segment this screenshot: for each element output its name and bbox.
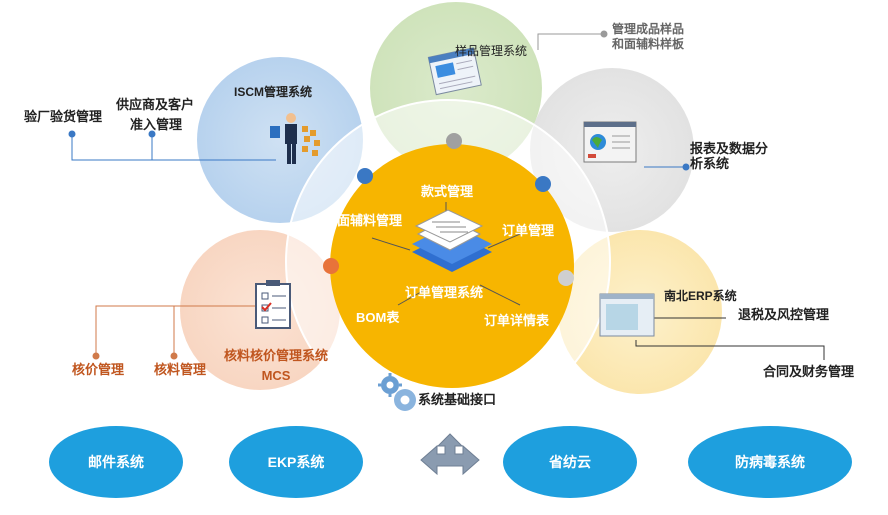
center-title: 订单管理系统 — [405, 285, 484, 300]
pill-label-ekp: EKP系统 — [267, 454, 325, 470]
document-stack-icon — [412, 209, 492, 272]
report-connector — [644, 163, 690, 171]
mcs-title-line-2: MCS — [261, 368, 291, 383]
pill-shengfangyun — [503, 426, 637, 498]
module-bom: BOM表 — [356, 310, 400, 325]
triple-arrow-icon — [420, 433, 480, 476]
report-window-icon — [583, 121, 637, 163]
module-fabric-management: 面辅料管理 — [337, 213, 403, 228]
mcs-title-line-1: 核料核价管理系统 — [224, 348, 329, 363]
module-style-management: 款式管理 — [421, 184, 474, 199]
module-order-management: 订单管理 — [502, 223, 555, 238]
erp-window-icon — [599, 293, 655, 337]
module-order-detail: 订单详情表 — [484, 313, 550, 328]
pill-ekp-system — [229, 426, 363, 498]
sample-connector — [537, 30, 608, 50]
pill-antivirus-system — [688, 426, 852, 498]
iscm-item-line-1: 供应商及客户 — [116, 97, 195, 112]
iscm-item-line-2: 准入管理 — [130, 117, 183, 132]
iscm-item-factory-inspection: 验厂验货管理 — [24, 109, 103, 124]
report-title: 报表及数据分 析系统 — [690, 141, 768, 171]
pill-label-mail: 邮件系统 — [88, 454, 144, 470]
sample-note-line-1: 管理成品样品 — [612, 22, 685, 36]
ring-dot-lower-left — [323, 258, 339, 274]
pill-label-antivirus: 防病毒系统 — [735, 454, 805, 470]
mcs-title: 核料核价管理系统 MCS — [224, 346, 328, 386]
erp-item-tax-risk: 退税及风控管理 — [738, 307, 830, 322]
browser-window-icon — [427, 47, 482, 96]
sample-title: 样品管理系统 — [455, 44, 528, 58]
iscm-item-supplier-access: 供应商及客户 准入管理 — [116, 95, 194, 135]
mcs-connectors — [92, 305, 256, 360]
person-with-cart-icon — [270, 113, 320, 164]
erp-item-contract-finance: 合同及财务管理 — [763, 364, 855, 379]
sample-note-line-2: 和面辅料样板 — [612, 37, 685, 51]
erp-title: 南北ERP系统 — [664, 289, 737, 303]
ring-dot-right — [535, 176, 551, 192]
mcs-item-material: 核料管理 — [154, 362, 207, 377]
report-title-line-2: 析系统 — [690, 156, 730, 171]
sample-note: 管理成品样品 和面辅料样板 — [612, 22, 684, 52]
ring-dot-top — [446, 133, 462, 149]
mcs-item-pricing: 核价管理 — [72, 362, 125, 377]
report-title-line-1: 报表及数据分 — [690, 141, 769, 156]
pill-label-shengfangyun: 省纺云 — [549, 454, 591, 470]
pill-mail-system — [49, 426, 183, 498]
iscm-connectors — [68, 130, 276, 161]
base-interface-label: 系统基础接口 — [418, 392, 497, 407]
iscm-title: ISCM管理系统 — [234, 85, 313, 99]
clipboard-checklist-icon — [255, 280, 291, 329]
ring-dot-lower-right — [558, 270, 574, 286]
gears-icon — [378, 373, 416, 411]
ring-dot-left — [357, 168, 373, 184]
